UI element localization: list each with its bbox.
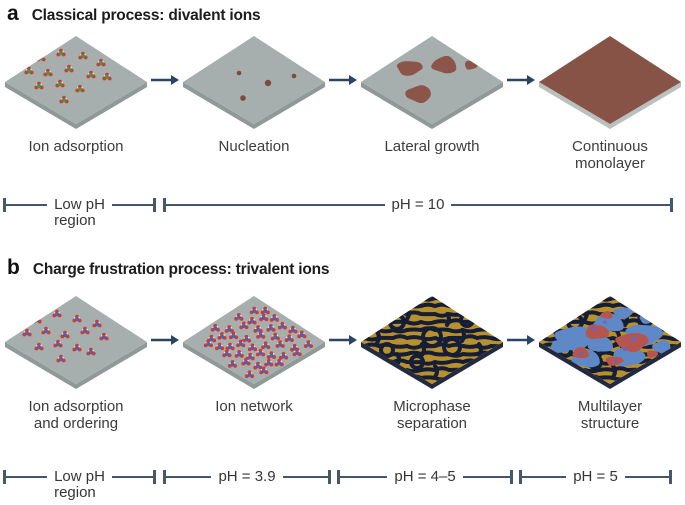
stage-microphase-separation: Microphase separation bbox=[357, 292, 507, 432]
microphase-separation-illustration bbox=[361, 296, 503, 389]
stage-label: Nucleation bbox=[218, 138, 290, 155]
bracket-line bbox=[111, 203, 154, 207]
panel-a-header: a Classical process: divalent ions bbox=[0, 2, 685, 26]
nucleation-illustration bbox=[183, 36, 325, 129]
stage-label: Lateral growth bbox=[384, 138, 480, 155]
ph-label: Low pH region bbox=[54, 468, 105, 501]
bracket-line bbox=[6, 475, 48, 479]
bracket-line bbox=[522, 475, 567, 479]
arrow-right-icon bbox=[329, 75, 357, 85]
bracket-tick-left bbox=[163, 470, 166, 484]
ph-bracket-4-5: pH = 4–5 bbox=[337, 468, 514, 485]
stage-label: Microphase separation bbox=[393, 398, 471, 432]
bracket-tick-right bbox=[153, 470, 157, 484]
bracket-tick-left bbox=[3, 470, 6, 484]
stage-continuous-monolayer: Continuous monolayer bbox=[535, 32, 685, 172]
panel-b-stages: Ion adsorption and ordering Ion network … bbox=[0, 292, 685, 432]
bracket-tick-right bbox=[510, 470, 514, 484]
stage-label: Multilayer structure bbox=[577, 398, 643, 432]
ph-bracket-10: pH = 10 bbox=[163, 196, 673, 213]
stage-nucleation: Nucleation bbox=[179, 32, 329, 155]
bracket-line bbox=[6, 203, 48, 207]
ion-adsorption-ordering-illustration bbox=[5, 296, 147, 389]
ion-adsorption-illustration bbox=[5, 36, 147, 129]
ion-network-illustration bbox=[183, 296, 325, 389]
stage-label: Ion adsorption and ordering bbox=[28, 398, 124, 432]
bracket-line bbox=[166, 475, 212, 479]
bracket-tick-left bbox=[337, 470, 340, 484]
ph-bracket-low: Low pH region bbox=[3, 469, 157, 501]
panel-b-title: Charge frustration process: trivalent io… bbox=[32, 261, 330, 278]
bracket-line bbox=[282, 475, 328, 479]
bracket-tick-left bbox=[163, 198, 166, 212]
ph-bracket-5: pH = 5 bbox=[519, 468, 672, 485]
ph-bracket-low: Low pH region bbox=[3, 197, 157, 229]
bracket-line bbox=[462, 475, 511, 479]
multilayer-structure-illustration bbox=[539, 296, 681, 389]
stage-label: Ion network bbox=[215, 398, 293, 415]
stage-label: Continuous monolayer bbox=[572, 138, 648, 172]
ph-bracket-3-9: pH = 3.9 bbox=[163, 468, 331, 485]
arrow-right-icon bbox=[329, 335, 357, 345]
stage-ion-adsorption: Ion adsorption bbox=[1, 32, 151, 155]
bracket-tick-left bbox=[519, 470, 522, 484]
bracket-line bbox=[451, 203, 670, 207]
ph-label: pH = 4–5 bbox=[394, 468, 456, 485]
bracket-tick-right bbox=[328, 470, 331, 484]
bracket-tick-right bbox=[669, 470, 672, 484]
bracket-line bbox=[340, 475, 388, 479]
bracket-tick-left bbox=[3, 198, 6, 212]
ph-label: pH = 5 bbox=[573, 468, 618, 485]
bracket-tick-right bbox=[153, 198, 157, 212]
arrow-right-icon bbox=[507, 335, 535, 345]
panel-a-title: Classical process: divalent ions bbox=[31, 7, 261, 24]
stage-label: Ion adsorption bbox=[28, 138, 124, 155]
panel-b-ph-scale: Low pH region pH = 3.9 pH = 4–5 bbox=[3, 468, 672, 501]
ph-label: pH = 10 bbox=[391, 196, 445, 213]
ph-label: Low pH region bbox=[54, 196, 105, 229]
stage-lateral-growth: Lateral growth bbox=[357, 32, 507, 155]
panel-a: a Classical process: divalent ions Ion a… bbox=[0, 2, 685, 254]
stage-multilayer-structure: Multilayer structure bbox=[535, 292, 685, 432]
bracket-line bbox=[166, 203, 385, 207]
arrow-right-icon bbox=[151, 335, 179, 345]
panel-b-header: b Charge frustration process: trivalent … bbox=[0, 256, 685, 280]
panel-b: b Charge frustration process: trivalent … bbox=[0, 256, 685, 505]
stage-ion-adsorption-ordering: Ion adsorption and ordering bbox=[1, 292, 151, 432]
stage-ion-network: Ion network bbox=[179, 292, 329, 415]
lateral-growth-illustration bbox=[361, 36, 503, 129]
panel-a-ph-scale: Low pH region pH = 10 bbox=[3, 196, 673, 229]
panel-b-letter: b bbox=[7, 256, 20, 279]
bracket-line bbox=[624, 475, 669, 479]
bracket-tick-right bbox=[670, 198, 673, 212]
panel-a-stages: Ion adsorption Nucleation Lateral growth… bbox=[0, 32, 685, 172]
arrow-right-icon bbox=[151, 75, 179, 85]
panel-a-letter: a bbox=[7, 2, 19, 25]
continuous-monolayer-illustration bbox=[539, 36, 681, 129]
ph-label: pH = 3.9 bbox=[218, 468, 276, 485]
arrow-right-icon bbox=[507, 75, 535, 85]
bracket-line bbox=[111, 475, 154, 479]
